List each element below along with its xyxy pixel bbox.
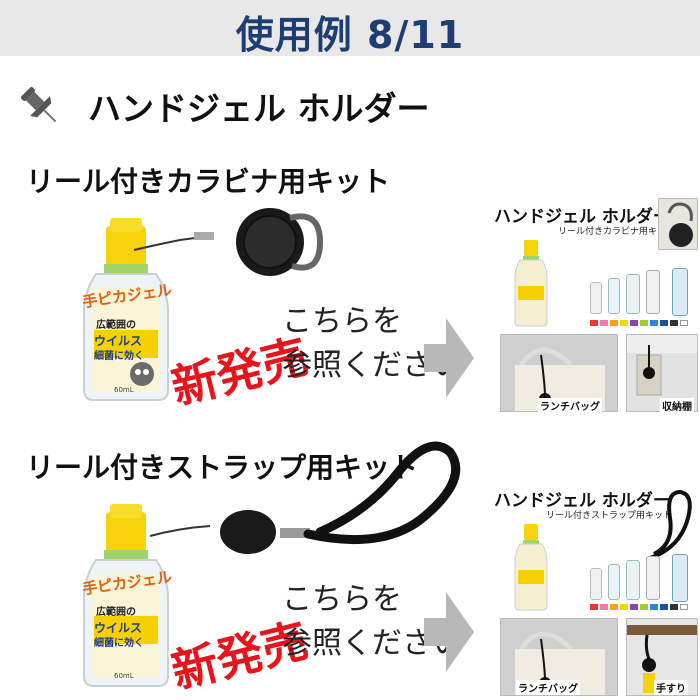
- bottle-volume-label: 60mL: [114, 672, 134, 680]
- photo-caption-storage-shelf: 収納棚: [660, 398, 694, 413]
- arrow-right-icon: [424, 592, 474, 672]
- thumbnail-subtitle: リール付きカラビナ用キット: [558, 227, 676, 237]
- bottle-label-line3: 細菌に効く: [94, 638, 144, 649]
- hand-gel-bottle-image: [83, 218, 169, 401]
- color-swatches: [590, 320, 700, 328]
- reel-strap-image: [149, 441, 461, 554]
- kit-title-strap: リール付きストラップ用キット: [26, 451, 419, 484]
- section-heading: ハンドジェル ホルダー: [88, 89, 430, 128]
- thumbnail-title: ハンドジェル ホルダー: [494, 207, 670, 227]
- pushpin-icon: [21, 87, 57, 123]
- photo-caption-lunch-bag: ランチバッグ: [516, 680, 580, 695]
- product-photo: [658, 198, 698, 250]
- strap-photo: [649, 489, 692, 560]
- see-here-line1: こちらを: [282, 582, 402, 617]
- bottle-lineup-image: [560, 268, 700, 318]
- kit-title-carabiner: リール付きカラビナ用キット: [26, 165, 391, 198]
- bottle-lineup-image: [560, 554, 700, 604]
- hand-gel-bottle-image: [514, 240, 548, 327]
- see-here-line1: こちらを: [282, 304, 402, 339]
- page-title: 使用例 8/11: [235, 13, 465, 57]
- header-bar: [0, 0, 700, 56]
- arrow-right-icon: [424, 318, 474, 398]
- bottle-volume-label: 60mL: [114, 386, 134, 394]
- photo-caption-lunch-bag: ランチバッグ: [538, 398, 602, 413]
- bottle-label-line1: 広範囲の: [96, 607, 136, 618]
- reel-carabiner-image: [133, 208, 324, 276]
- thumbnail-title: ハンドジェル ホルダー: [494, 491, 670, 511]
- color-swatches: [590, 604, 700, 612]
- hand-gel-bottle-image: [83, 504, 169, 687]
- bottle-label-line2: ウイルス: [94, 621, 143, 635]
- hand-gel-bottle-image: [514, 524, 548, 611]
- bottle-label-line2: ウイルス: [94, 334, 143, 348]
- bottle-label-line1: 広範囲の: [96, 320, 136, 331]
- thumbnail-subtitle: リール付きストラップ用キット: [546, 511, 673, 521]
- photo-caption-handrail: 手すり: [654, 680, 688, 695]
- bottle-label-line3: 細菌に効く: [94, 351, 144, 362]
